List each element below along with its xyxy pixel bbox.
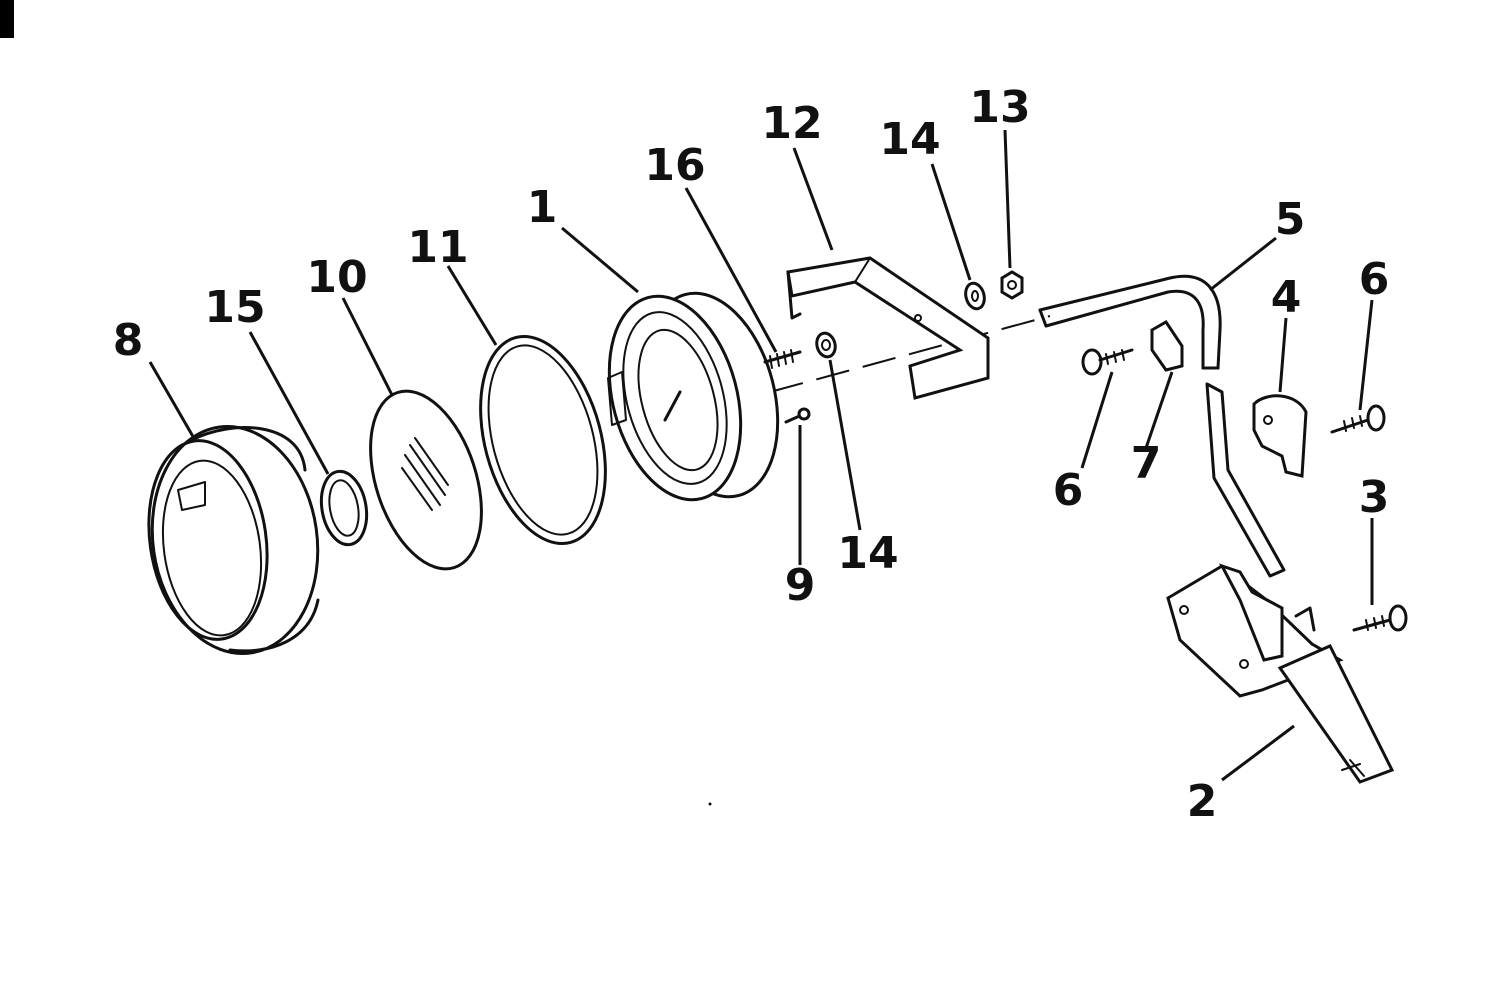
callout-4: 4 (1271, 272, 1302, 323)
callout-12: 12 (761, 98, 822, 149)
speck (708, 802, 712, 806)
part-5-tube (1038, 274, 1286, 578)
part-1-gauge (607, 291, 780, 502)
part-6-screw-center (1081, 348, 1134, 376)
part-4-plate (1252, 394, 1308, 478)
part-10-lens (369, 389, 483, 571)
leader-lines (148, 129, 1374, 782)
callout-14a: 14 (879, 114, 940, 165)
part-15-o-ring (319, 469, 369, 547)
part-8-bezel-housing (147, 425, 320, 655)
part-2-sender-bracket (1166, 563, 1395, 784)
callout-2: 2 (1187, 776, 1218, 827)
callout-14b: 14 (837, 528, 898, 579)
assembly-axis (769, 315, 1051, 393)
callout-10: 10 (306, 252, 367, 303)
callout-9: 9 (785, 560, 816, 611)
callout-numbers: 8 15 10 11 1 16 12 14 13 5 4 6 3 6 7 9 1… (113, 82, 1390, 827)
part-7-clip (1150, 320, 1184, 372)
callout-11: 11 (407, 222, 468, 273)
callout-8: 8 (113, 315, 144, 366)
callout-13: 13 (969, 82, 1030, 133)
callout-3: 3 (1359, 472, 1390, 523)
callout-6b: 6 (1359, 254, 1390, 305)
callout-6a: 6 (1053, 465, 1084, 516)
callout-16: 16 (644, 140, 705, 191)
callout-5: 5 (1275, 194, 1306, 245)
part-6-screw-right (1330, 404, 1386, 434)
part-9-screw (784, 407, 811, 424)
part-16-stud (763, 349, 802, 369)
corner-mark (0, 0, 14, 38)
callout-1: 1 (527, 182, 558, 233)
part-12-bracket (786, 256, 990, 400)
part-3-screw (1352, 604, 1408, 632)
part-13-nut (1000, 270, 1024, 300)
callout-7: 7 (1131, 438, 1162, 489)
callout-15: 15 (204, 282, 265, 333)
part-14-washer-right (964, 281, 986, 311)
part-14-washer-left (815, 331, 837, 359)
part-11-retaining-ring (479, 335, 607, 545)
